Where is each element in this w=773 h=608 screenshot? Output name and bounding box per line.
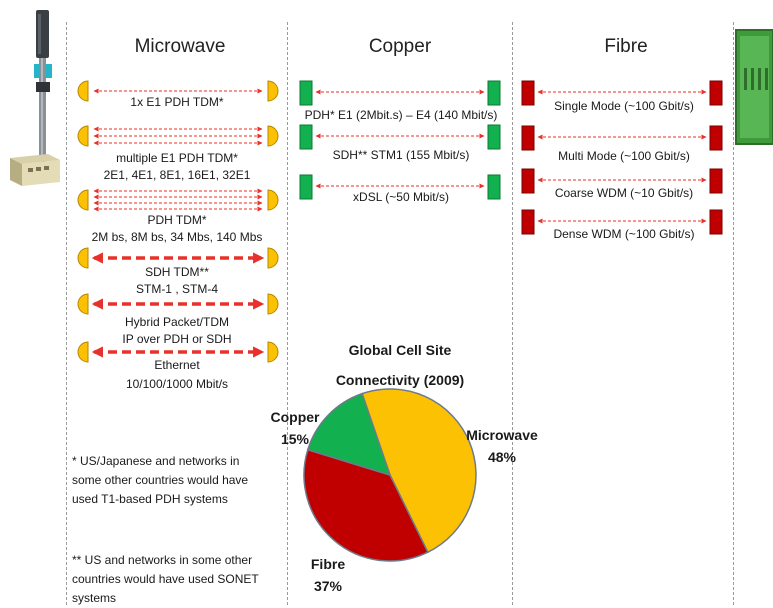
microwave-link-2-label: multiple E1 PDH TDM* 2E1, 4E1, 8E1, 16E1…	[103, 151, 251, 182]
fibre-box-left-4	[521, 209, 535, 235]
equipment-cabinet-icon	[735, 29, 773, 145]
microwave-antenna-right-3	[267, 189, 279, 211]
fibre-box-right-1	[709, 80, 723, 106]
fibre-link-1-label: Single Mode (~100 Gbit/s)	[554, 99, 694, 113]
pie-slice-copper	[306, 392, 392, 477]
microwave-link-3-label: PDH TDM* 2M bs, 8M bs, 34 Mbs, 140 Mbs	[91, 213, 263, 244]
fibre-box-right-3	[709, 168, 723, 194]
microwave-link-1-label: 1x E1 PDH TDM*	[130, 95, 224, 109]
copper-box-right-1	[487, 80, 501, 106]
copper-box-left-2	[299, 124, 313, 150]
copper-link-3-label: xDSL (~50 Mbit/s)	[353, 190, 449, 204]
microwave-antenna-right-6	[267, 341, 279, 363]
microwave-antenna-left-6	[77, 341, 89, 363]
separator-copper-fibre	[512, 22, 513, 605]
microwave-antenna-right-2	[267, 125, 279, 147]
microwave-link-6-label: Ethernet 10/100/1000 Mbit/s	[125, 358, 229, 391]
microwave-antenna-left-5	[77, 293, 89, 315]
fibre-box-right-2	[709, 125, 723, 151]
fibre-link-4-label: Dense WDM (~100 Gbit/s)	[553, 227, 695, 241]
fibre-box-right-4	[709, 209, 723, 235]
copper-box-right-3	[487, 174, 501, 200]
fibre-link-2-label: Multi Mode (~100 Gbit/s)	[558, 149, 690, 163]
microwave-antenna-left-3	[77, 189, 89, 211]
microwave-antenna-right-4	[267, 247, 279, 269]
copper-box-left-1	[299, 80, 313, 106]
pie-label-fibre: Fibre 37%	[310, 556, 346, 594]
microwave-antenna-right-5	[267, 293, 279, 315]
copper-link-2-label: SDH** STM1 (155 Mbit/s)	[332, 148, 470, 162]
column-title-microwave: Microwave	[134, 36, 226, 57]
cabinet-base-icon	[10, 154, 60, 186]
pie-chart	[303, 388, 477, 562]
fibre-box-left-3	[521, 168, 535, 194]
microwave-antenna-left-1	[77, 80, 89, 102]
pie-label-microwave: Microwave 48%	[466, 427, 538, 465]
fibre-box-left-1	[521, 80, 535, 106]
copper-box-left-3	[299, 174, 313, 200]
separator-microwave-copper	[287, 22, 288, 605]
pie-chart-title: Global Cell Site Connectivity (2009)	[335, 342, 465, 388]
copper-box-right-2	[487, 124, 501, 150]
microwave-link-5-label: Hybrid Packet/TDM IP over PDH or SDH	[122, 315, 232, 346]
fibre-box-left-2	[521, 125, 535, 151]
separator-left	[66, 22, 67, 605]
footnote-sdh: ** US and networks in some other countri…	[72, 553, 259, 605]
fibre-link-3-label: Coarse WDM (~10 Gbit/s)	[554, 186, 694, 200]
pie-slice-microwave	[361, 388, 477, 554]
microwave-antenna-left-2	[77, 125, 89, 147]
copper-link-1-label: PDH* E1 (2Mbit.s) – E4 (140 Mbit/s)	[304, 108, 498, 122]
pie-label-copper: Copper 15%	[270, 409, 320, 447]
pie-slice-fibre	[303, 448, 429, 562]
column-title-copper: Copper	[368, 36, 432, 57]
column-title-fibre: Fibre	[604, 36, 648, 57]
separator-right	[733, 22, 734, 605]
microwave-antenna-left-4	[77, 247, 89, 269]
cell-tower-icon	[34, 10, 52, 168]
microwave-link-4-label: SDH TDM** STM-1 , STM-4	[135, 265, 218, 296]
microwave-antenna-right-1	[267, 80, 279, 102]
footnote-pdh: * US/Japanese and networks in some other…	[72, 454, 249, 506]
